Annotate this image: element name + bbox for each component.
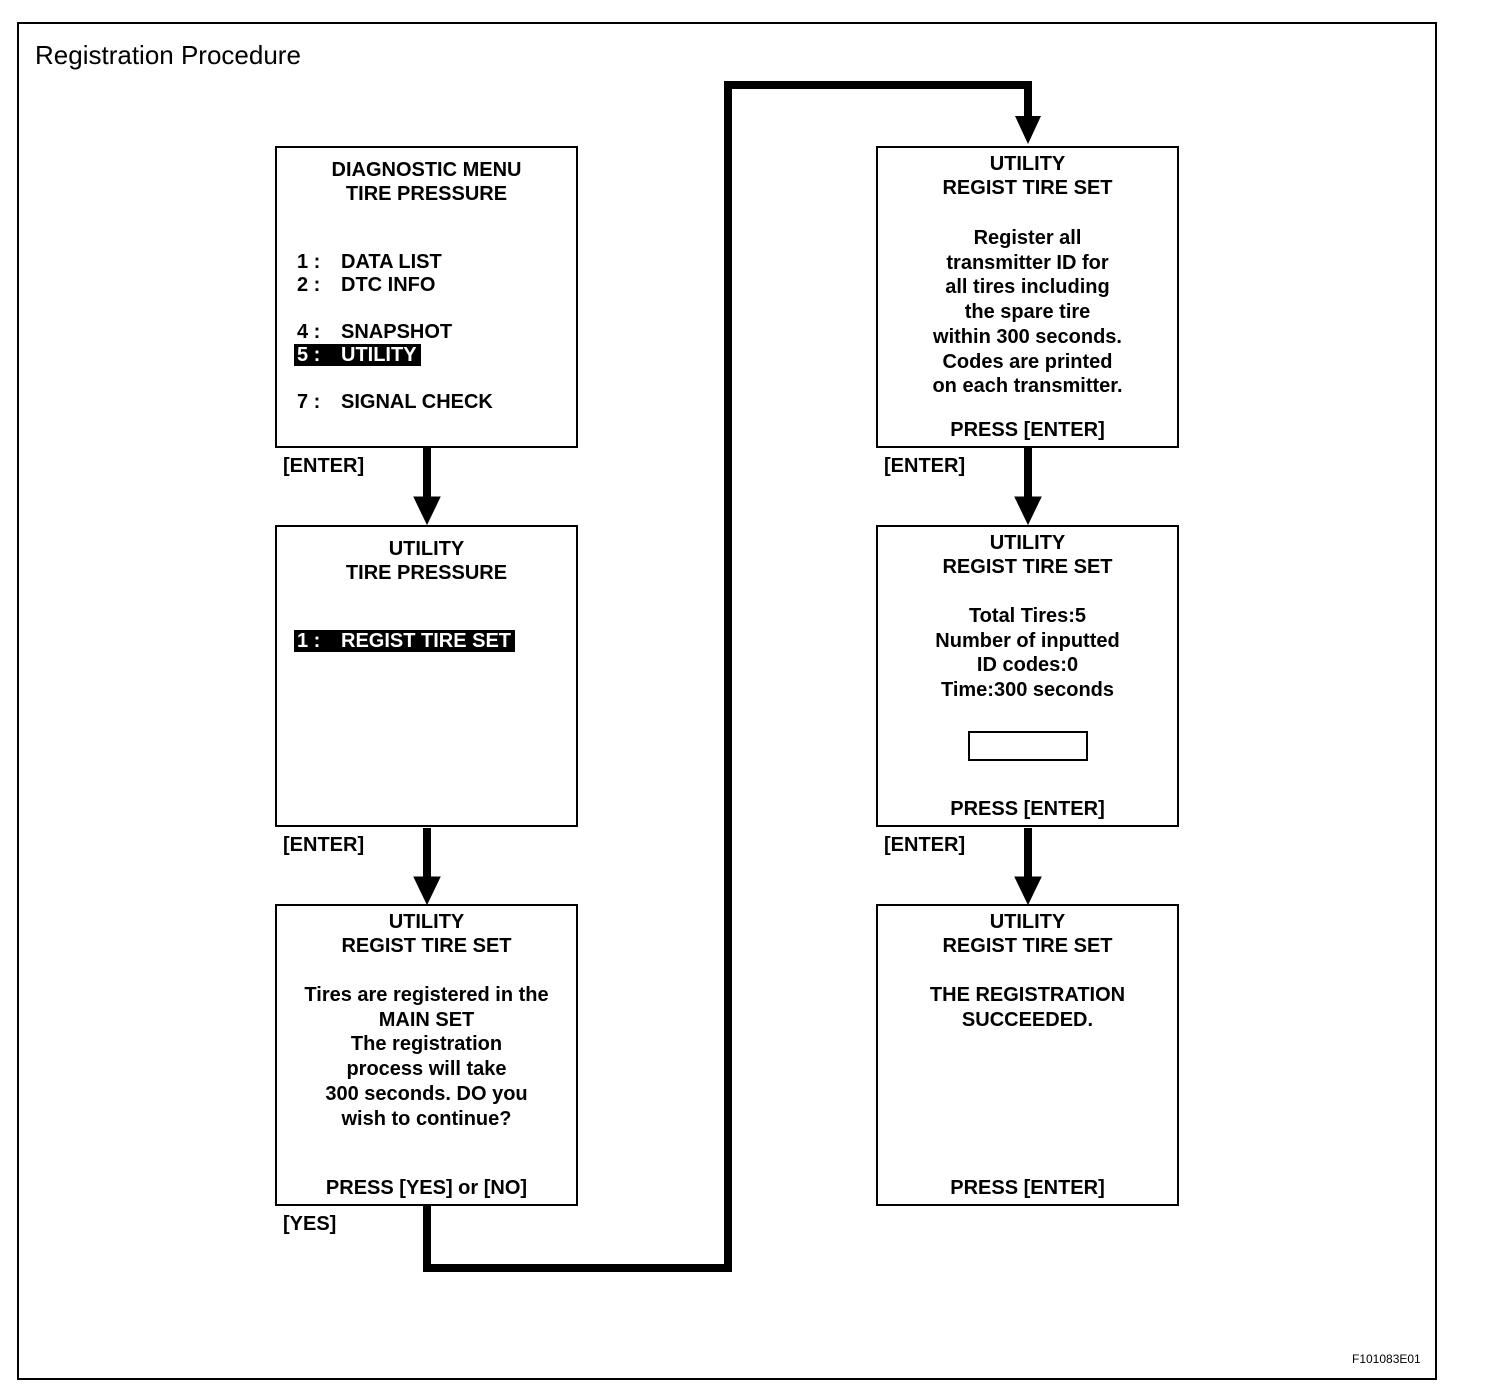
- action-label-enter-3: [ENTER]: [884, 455, 966, 477]
- screen-subtitle: REGIST TIRE SET: [341, 935, 512, 957]
- screen-regist-confirm: UTILITY REGIST TIRE SET Tires are regist…: [275, 904, 578, 1206]
- arrow-screen5-to-screen6: [1014, 828, 1042, 906]
- screen-message: THE REGISTRATION SUCCEEDED.: [929, 984, 1126, 1031]
- action-label-enter-4: [ENTER]: [884, 834, 966, 856]
- screen-title: DIAGNOSTIC MENU: [331, 159, 522, 181]
- menu-item-dtc-info: 2 :DTC INFO: [297, 274, 436, 296]
- screen-title: UTILITY: [388, 911, 465, 933]
- arrow-screen3-to-screen4: [423, 81, 1041, 1272]
- diagram-frame: [17, 22, 1437, 1380]
- screen-regist-success: UTILITY REGIST TIRE SET THE REGISTRATION…: [876, 904, 1179, 1206]
- screen-subtitle: REGIST TIRE SET: [942, 177, 1113, 199]
- menu-item-data-list: 1 :DATA LIST: [297, 251, 442, 273]
- press-instruction: PRESS [ENTER]: [950, 419, 1105, 441]
- screen-header: UTILITY REGIST TIRE SET: [277, 910, 576, 958]
- arrow-screen1-to-screen2: [413, 448, 441, 526]
- screen-header: UTILITY REGIST TIRE SET: [878, 910, 1177, 958]
- screen-diagnostic-menu: DIAGNOSTIC MENU TIRE PRESSURE 1 :DATA LI…: [275, 146, 578, 448]
- screen-subtitle: REGIST TIRE SET: [942, 935, 1113, 957]
- menu-item-snapshot: 4 :SNAPSHOT: [297, 321, 453, 343]
- menu-item-signal-check: 7 :SIGNAL CHECK: [297, 391, 493, 413]
- diagram-title: Registration Procedure: [35, 40, 301, 70]
- screen-title: UTILITY: [989, 532, 1066, 554]
- screen-regist-progress: UTILITY REGIST TIRE SET Total Tires:5 Nu…: [876, 525, 1179, 827]
- action-label-yes: [YES]: [283, 1213, 337, 1235]
- screen-utility-menu: UTILITY TIRE PRESSURE 1 :REGIST TIRE SET: [275, 525, 578, 827]
- screen-message: Tires are registered in the MAIN SET The…: [304, 984, 549, 1130]
- id-code-input-box: [968, 731, 1088, 761]
- screen-header: UTILITY REGIST TIRE SET: [878, 531, 1177, 579]
- action-label-enter-2: [ENTER]: [283, 834, 365, 856]
- screen-header: DIAGNOSTIC MENU TIRE PRESSURE: [277, 158, 576, 206]
- menu-item-regist-tire-set-selected: 1 :REGIST TIRE SET: [294, 630, 516, 653]
- press-instruction: PRESS [YES] or [NO]: [325, 1177, 528, 1199]
- screen-message: Total Tires:5 Number of inputted ID code…: [935, 605, 1120, 702]
- arrow-screen4-to-screen5: [1014, 448, 1042, 526]
- screen-header: UTILITY REGIST TIRE SET: [878, 152, 1177, 200]
- screen-subtitle: TIRE PRESSURE: [345, 183, 508, 205]
- figure-id: F101083E01: [1352, 1352, 1421, 1366]
- arrow-screen2-to-screen3: [413, 828, 441, 906]
- screen-message: Register all transmitter ID for all tire…: [932, 227, 1123, 398]
- screen-subtitle: TIRE PRESSURE: [345, 562, 508, 584]
- screen-title: UTILITY: [989, 153, 1066, 175]
- screen-regist-instructions: UTILITY REGIST TIRE SET Register all tra…: [876, 146, 1179, 448]
- action-label-enter-1: [ENTER]: [283, 455, 365, 477]
- screen-title: UTILITY: [388, 538, 465, 560]
- screen-subtitle: REGIST TIRE SET: [942, 556, 1113, 578]
- menu-item-utility-selected: 5 :UTILITY: [294, 344, 421, 367]
- press-instruction: PRESS [ENTER]: [950, 1177, 1105, 1199]
- screen-title: UTILITY: [989, 911, 1066, 933]
- screen-header: UTILITY TIRE PRESSURE: [277, 537, 576, 585]
- press-instruction: PRESS [ENTER]: [950, 798, 1105, 820]
